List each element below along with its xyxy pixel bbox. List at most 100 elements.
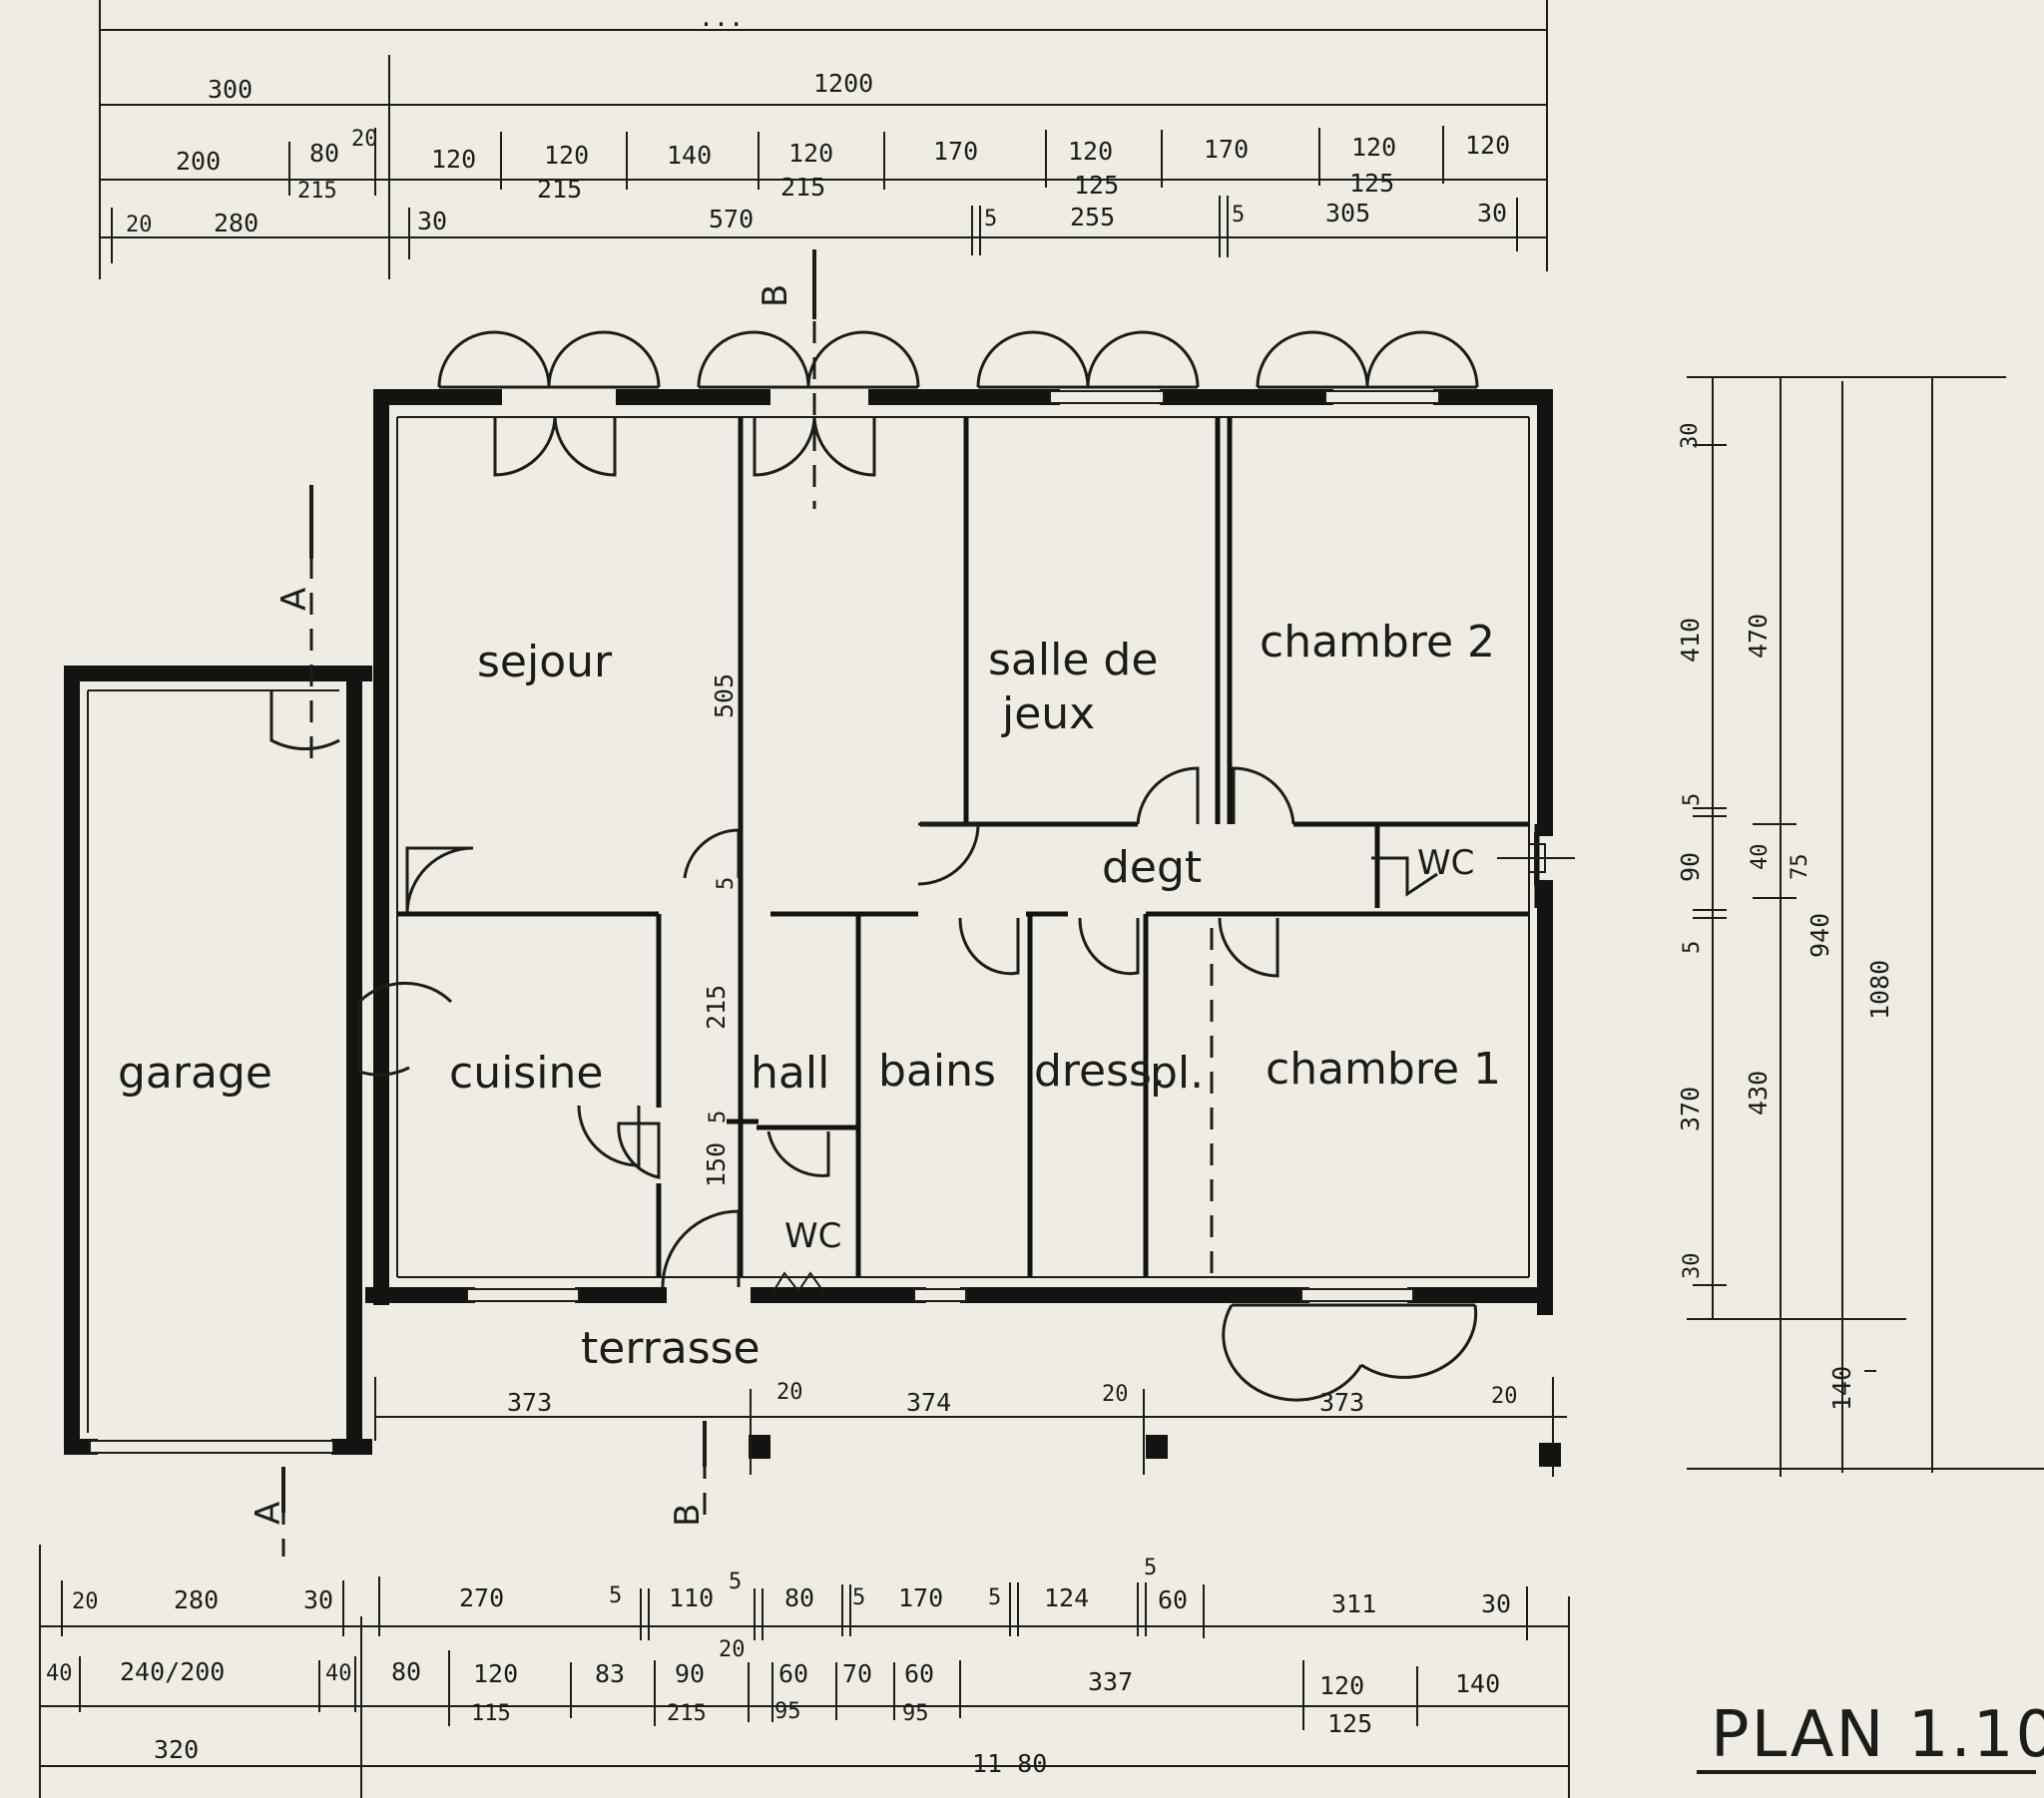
svg-text:5: 5: [988, 1585, 1001, 1610]
room-bains: bains: [878, 1046, 996, 1097]
svg-text:374: 374: [906, 1388, 951, 1417]
svg-text:170: 170: [1204, 135, 1249, 164]
svg-text:373: 373: [1319, 1388, 1364, 1417]
section-a-top: A: [274, 588, 314, 611]
room-chambre-1: chambre 1: [1266, 1044, 1501, 1095]
svg-text:320: 320: [154, 1735, 199, 1764]
window-cuisine: [466, 1288, 580, 1302]
svg-text:215: 215: [537, 175, 582, 204]
room-wc: WC: [784, 1216, 841, 1256]
svg-text:255: 255: [1070, 203, 1115, 231]
svg-text:125: 125: [1074, 171, 1119, 200]
section-a-bottom: A: [249, 1502, 288, 1525]
svg-text:570: 570: [709, 205, 754, 233]
svg-text:140: 140: [1455, 1669, 1500, 1698]
dim-top-1200: 1200: [813, 69, 873, 98]
svg-text:40: 40: [1748, 844, 1773, 871]
room-labels: sejour salle de jeux chambre 2 degt WC g…: [118, 617, 1501, 1374]
interior-walls: [397, 417, 1540, 1277]
svg-text:30: 30: [1481, 1589, 1511, 1618]
doors: [269, 330, 1575, 1402]
svg-text:80: 80: [391, 1657, 421, 1686]
svg-text:95: 95: [902, 1701, 929, 1726]
svg-text:124: 124: [1044, 1583, 1089, 1612]
svg-text:370: 370: [1676, 1087, 1705, 1131]
svg-text:337: 337: [1088, 1667, 1133, 1696]
svg-text:240/200: 240/200: [120, 1657, 225, 1686]
svg-text:20: 20: [719, 1637, 746, 1662]
room-salle-de-jeux-2: jeux: [1001, 688, 1095, 739]
right-dimensions: 30 410 5 90 5 370 30 470 40 75 430 940 1…: [1676, 376, 2044, 1477]
svg-text:410: 410: [1676, 618, 1705, 663]
svg-text:110: 110: [669, 1583, 714, 1612]
window-chambre-1: [1300, 1288, 1414, 1302]
svg-text:373: 373: [507, 1388, 552, 1417]
svg-text:470: 470: [1744, 614, 1773, 659]
svg-text:20: 20: [351, 127, 378, 152]
svg-text:120: 120: [544, 141, 589, 170]
section-b-top: B: [756, 284, 795, 307]
svg-text:40: 40: [325, 1661, 352, 1686]
svg-text:215: 215: [702, 985, 731, 1030]
bottom-dimensions: 20 280 30 270 5 110 5 80 5 170 5 124 5 6…: [39, 1545, 1570, 1798]
svg-text:125: 125: [1327, 1709, 1372, 1738]
svg-text:270: 270: [459, 1583, 504, 1612]
svg-text:120: 120: [1465, 131, 1510, 160]
room-wc-degt: WC: [1417, 843, 1474, 883]
svg-text:90: 90: [675, 1659, 705, 1688]
svg-text:60: 60: [1158, 1585, 1188, 1614]
room-cuisine: cuisine: [449, 1048, 603, 1099]
room-sejour: sejour: [477, 637, 613, 687]
svg-text:30: 30: [1680, 1253, 1705, 1280]
svg-text:940: 940: [1805, 913, 1834, 958]
svg-text:5: 5: [729, 1570, 742, 1594]
svg-text:...: ...: [699, 3, 744, 32]
svg-text:305: 305: [1325, 199, 1370, 227]
svg-text:140: 140: [1827, 1366, 1856, 1411]
svg-text:90: 90: [1676, 852, 1705, 882]
svg-text:115: 115: [471, 1701, 511, 1726]
svg-text:125: 125: [1349, 169, 1394, 198]
svg-text:120: 120: [473, 1659, 518, 1688]
svg-text:83: 83: [595, 1659, 625, 1688]
room-chambre-2: chambre 2: [1260, 617, 1495, 668]
svg-text:430: 430: [1744, 1071, 1773, 1116]
svg-text:30: 30: [303, 1585, 333, 1614]
room-pl: pl.: [1150, 1048, 1204, 1099]
room-degt: degt: [1102, 842, 1202, 893]
room-terrasse: terrasse: [581, 1323, 761, 1374]
svg-text:20: 20: [126, 213, 153, 237]
svg-text:200: 200: [176, 147, 221, 176]
top-dimensions: ... 300 1200 200 80 215 20 120 120 215 1…: [99, 0, 1548, 279]
svg-text:30: 30: [417, 207, 447, 235]
svg-text:60: 60: [904, 1659, 934, 1688]
svg-text:80: 80: [784, 1583, 814, 1612]
svg-text:120: 120: [1068, 137, 1113, 166]
window-salle-de-jeux: [1049, 390, 1165, 404]
wall-dimensions: 373 20 374 20 373 20: [374, 1377, 1567, 1477]
svg-text:120: 120: [1351, 133, 1396, 162]
svg-text:5: 5: [984, 207, 997, 231]
svg-text:5: 5: [1680, 793, 1705, 806]
svg-text:1080: 1080: [1865, 960, 1894, 1020]
svg-text:20: 20: [776, 1380, 803, 1405]
window-bains: [913, 1288, 967, 1302]
walls: [64, 389, 1553, 1455]
svg-text:80: 80: [309, 139, 339, 168]
plan-title: PLAN 1.100º: [1711, 1698, 2044, 1772]
svg-text:60: 60: [778, 1659, 808, 1688]
section-b-bottom: B: [668, 1504, 708, 1527]
garage-door: [89, 1440, 334, 1454]
svg-text:5: 5: [1680, 941, 1705, 954]
svg-text:70: 70: [842, 1659, 872, 1688]
svg-text:215: 215: [780, 173, 825, 202]
svg-text:150: 150: [702, 1142, 731, 1187]
svg-text:280: 280: [174, 1585, 219, 1614]
svg-text:120: 120: [1319, 1671, 1364, 1700]
interior-dimensions: 505 215 5 150 5: [702, 674, 739, 1187]
svg-text:215: 215: [667, 1701, 707, 1726]
svg-text:20: 20: [1102, 1382, 1129, 1407]
svg-text:120: 120: [431, 145, 476, 174]
room-dress: dress.: [1034, 1046, 1166, 1097]
